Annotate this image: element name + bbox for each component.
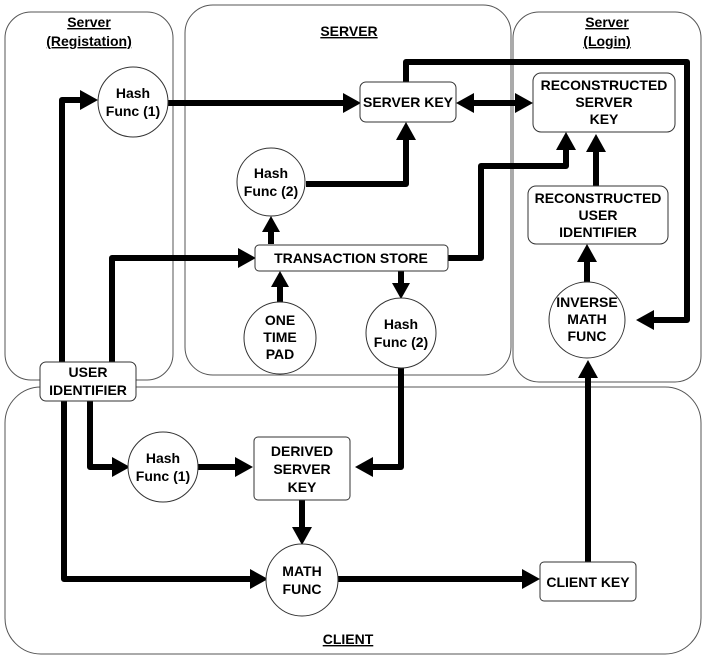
arrowhead (250, 569, 268, 589)
arrowhead (235, 457, 253, 477)
math-func-node (265, 543, 339, 617)
user-identifier-line1: USER (69, 364, 108, 380)
arrowhead (577, 244, 597, 262)
user-identifier-line2: IDENTIFIER (49, 382, 127, 398)
hash-func-2-bottom-label-line2: Func (2) (374, 334, 428, 350)
login-panel-title: Server (585, 14, 629, 30)
client-panel (4, 386, 702, 655)
hash-func-client-label-line1: Hash (146, 450, 180, 466)
hash-func-2-top-node (236, 147, 306, 217)
inverse-math-func-line3: FUNC (568, 328, 607, 344)
registration-panel-subtitle: (Registation) (46, 33, 132, 49)
arrowhead (636, 310, 654, 330)
math-func-line1: MATH (282, 563, 321, 579)
arrow-user-identifier-to-hash-func-reg (59, 97, 80, 362)
derived-server-key-line1: DERIVED (271, 443, 333, 459)
login-panel-subtitle: (Login) (583, 33, 630, 49)
registration-server-panel (4, 11, 174, 381)
hash-func-registration-node (97, 66, 169, 138)
arrowhead (238, 248, 256, 268)
arrowhead (578, 360, 598, 378)
arrow-transaction-store-to-reconstructed-server-key (448, 148, 569, 261)
one-time-pad-line1: ONE (265, 312, 295, 328)
math-func-line2: FUNC (283, 581, 322, 597)
arrow-hash-func-bottom-to-derived-server-key (372, 368, 404, 470)
arrowhead (292, 527, 312, 545)
reconstructed-server-key-node (532, 72, 676, 133)
arrowhead (262, 216, 280, 232)
inverse-math-func-node (548, 281, 626, 359)
derived-server-key-line2: SERVER (273, 461, 330, 477)
arrowhead (396, 122, 416, 140)
arrowhead (355, 457, 373, 477)
arrowhead (271, 271, 289, 287)
server-key-node (359, 81, 457, 123)
derived-server-key-node (253, 436, 351, 501)
reconstructed-user-identifier-line1: RECONSTRUCTED (535, 190, 662, 206)
hash-func-2-top-label-line2: Func (2) (244, 183, 298, 199)
arrowhead (522, 569, 540, 589)
client-key-label: CLIENT KEY (546, 574, 630, 590)
inverse-math-func-line2: MATH (567, 311, 606, 327)
transaction-store-node (254, 244, 449, 272)
user-identifier-node (39, 361, 137, 402)
reconstructed-server-key-line2: SERVER (575, 94, 632, 110)
server-key-label: SERVER KEY (363, 94, 454, 110)
reconstructed-server-key-line3: KEY (590, 111, 619, 127)
arrow-user-identifier-to-transaction-store (109, 255, 238, 362)
client-panel-title: CLIENT (323, 631, 374, 647)
arrow-user-identifier-to-hash-func-client (87, 401, 112, 470)
one-time-pad-line3: PAD (266, 346, 295, 362)
hash-func-registration-label-line1: Hash (116, 85, 150, 101)
hash-func-2-bottom-label-line1: Hash (384, 316, 418, 332)
hash-func-2-bottom-node (365, 297, 437, 369)
arrowhead (515, 93, 533, 113)
arrow-user-identifier-to-math-func (61, 401, 250, 582)
arrowhead (392, 283, 410, 299)
registration-panel-title: Server (67, 14, 111, 30)
reconstructed-user-identifier-line3: IDENTIFIER (559, 224, 637, 240)
reconstructed-user-identifier-node (527, 185, 669, 245)
server-panel-title: SERVER (320, 23, 377, 39)
reconstructed-user-identifier-line2: USER (579, 207, 618, 223)
arrowhead (343, 93, 361, 113)
arrow-server-key-to-inverse-math-func (403, 59, 690, 323)
transaction-store-label: TRANSACTION STORE (274, 250, 428, 266)
hash-func-2-top-label-line1: Hash (254, 165, 288, 181)
one-time-pad-line2: TIME (263, 329, 296, 345)
derived-server-key-line3: KEY (288, 479, 317, 495)
hash-func-client-label-line2: Func (1) (136, 468, 190, 484)
arrow-hash-func-top-to-server-key (306, 138, 409, 187)
arrowhead (80, 90, 98, 110)
arrowhead (112, 457, 130, 477)
one-time-pad-node (243, 301, 317, 375)
client-key-node (539, 561, 637, 602)
inverse-math-func-line1: INVERSE (556, 294, 617, 310)
hash-func-registration-label-line2: Func (1) (106, 103, 160, 119)
arrowhead (586, 134, 606, 152)
hash-func-client-node (127, 431, 199, 503)
reconstructed-server-key-line1: RECONSTRUCTED (541, 77, 668, 93)
arrowhead (456, 93, 474, 113)
arrowhead (556, 132, 576, 150)
